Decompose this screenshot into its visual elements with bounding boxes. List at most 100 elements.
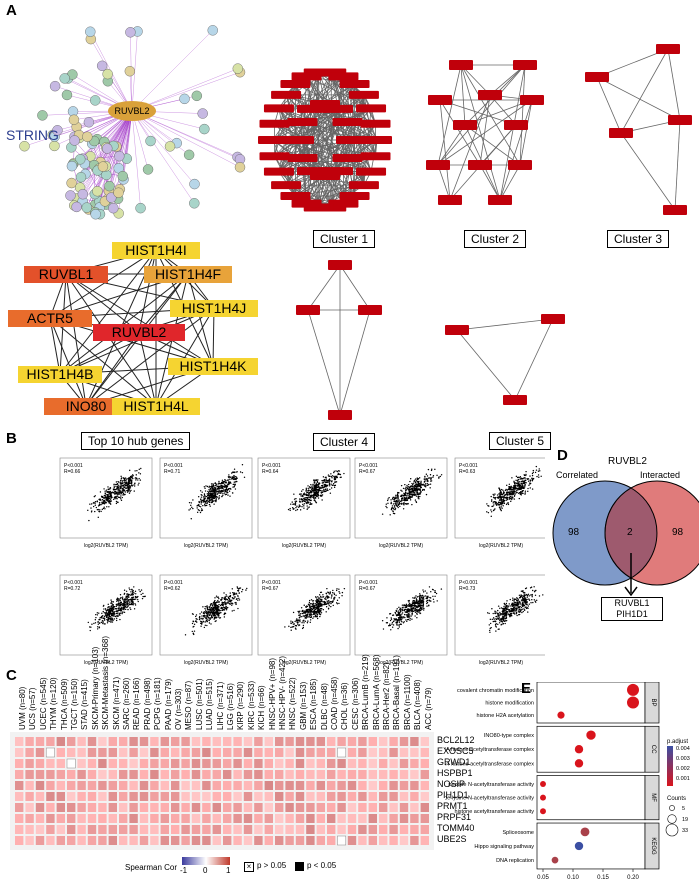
heatmap-cell [368,781,377,790]
heatmap-cell [306,748,315,757]
heatmap-cell [264,770,273,779]
string-protein-node [108,202,119,214]
heatmap-cell [160,759,169,768]
scatter-p-value: P<0.001 [359,580,378,586]
scatter-p-value: P<0.001 [164,580,183,586]
cluster-gene-node [263,167,294,176]
heatmap-cell [389,814,398,823]
heatmap-cell [77,748,86,757]
heatmap-cell [285,748,294,757]
heatmap-cell [347,792,357,801]
heatmap-cell [108,737,117,746]
heatmap-row-label: HSPBP1 [437,768,473,778]
heatmap-cell [160,770,169,779]
cluster-gene-node [259,152,290,161]
string-protein-node [197,108,208,119]
heatmap-cell [98,803,107,812]
heatmap-cell [108,814,117,823]
scatter-x-label: log2(RUVBL2 TPM) [184,543,228,549]
heatmap-cell [399,792,409,801]
heatmap-cell [119,803,128,812]
cluster-gene-node [504,120,528,130]
heatmap-cell [327,737,336,746]
heatmap-cell [410,737,419,746]
padj-legend-tick: 0.001 [676,776,690,782]
heatmap-cell [327,748,336,757]
dotplot-term-label: histone modification [485,701,534,707]
heatmap-cell [46,836,55,845]
heatmap-cell [56,836,65,845]
heatmap-cell [358,737,367,746]
heatmap-cell [389,836,398,845]
heatmap-cell [379,737,388,746]
heatmap-cell [25,781,34,790]
heatmap-cell [46,792,55,801]
scatter-x-label: log2(RUVBL2 TPM) [282,543,326,549]
heatmap-cell [316,814,325,823]
heatmap-cell [108,759,117,768]
heatmap-cell [212,792,221,801]
heatmap-cell [389,770,398,779]
heatmap-cell [327,814,336,823]
venn-gene-2: PIH1D1 [616,609,648,619]
heatmap-cell [129,781,138,790]
heatmap-cell [129,748,138,757]
heatmap-cell [295,748,305,757]
heatmap-cell [35,803,45,812]
dotplot-facet-strip [644,822,660,870]
string-protein-node [61,89,73,101]
heatmap-cell [87,836,97,845]
heatmap-cell [243,770,253,779]
hub-node-hist1h4f: HIST1H4F [144,266,232,283]
heatmap-cell [108,770,117,779]
string-protein-node [66,160,78,172]
string-protein-node [97,161,109,172]
heatmap-cell [139,770,149,779]
heatmap-cell [15,792,24,801]
heatmap-cell [150,759,159,768]
heatmap-cell [87,748,97,757]
heatmap-cell [139,781,149,790]
heatmap-cell [46,737,55,746]
heatmap-cell [295,803,305,812]
heatmap-ns-cell [45,747,55,758]
heatmap-cell [295,814,305,823]
heatmap-cell [67,781,76,790]
string-protein-node [49,80,61,92]
heatmap-cell [285,737,294,746]
heatmap-cell [77,781,86,790]
string-protein-node [183,149,195,161]
scatter-p-value: P<0.001 [64,580,83,586]
cluster-gene-node [348,181,379,190]
heatmap-cell [306,759,315,768]
heatmap-cell [191,792,201,801]
heatmap-column-label: LUAD (n=515) [205,678,215,730]
heatmap-cell [171,814,180,823]
heatmap-cell [347,803,357,812]
cluster-gene-node [520,95,544,105]
venn-right-count: 98 [672,527,684,538]
heatmap-cell [67,748,76,757]
cluster-gene-node [478,90,502,100]
cluster-gene-node [332,118,363,126]
heatmap-cell [233,770,242,779]
venn-title: RUVBL2 [608,456,647,467]
heatmap-cell [399,737,409,746]
scatter-r-value: R=0.71 [164,469,180,475]
heatmap-cell [264,803,273,812]
heatmap-cell [420,748,429,757]
cluster-gene-node [339,191,370,200]
heatmap-cell [306,836,315,845]
heatmap-cell [77,770,86,779]
scatter-r-value: R=0.67 [359,586,375,592]
heatmap-column-label: CESC (n=306) [350,677,360,730]
heatmap-cell [379,836,388,845]
scatter-x-label: log2(RUVBL2 TPM) [479,660,523,666]
heatmap-cell [87,803,97,812]
string-protein-node [104,180,115,192]
heatmap-cell [368,836,377,845]
heatmap-row-label: PRPF31 [437,812,472,822]
string-protein-node [96,60,108,72]
cluster-gene-node [356,104,387,113]
heatmap-cell [139,814,149,823]
